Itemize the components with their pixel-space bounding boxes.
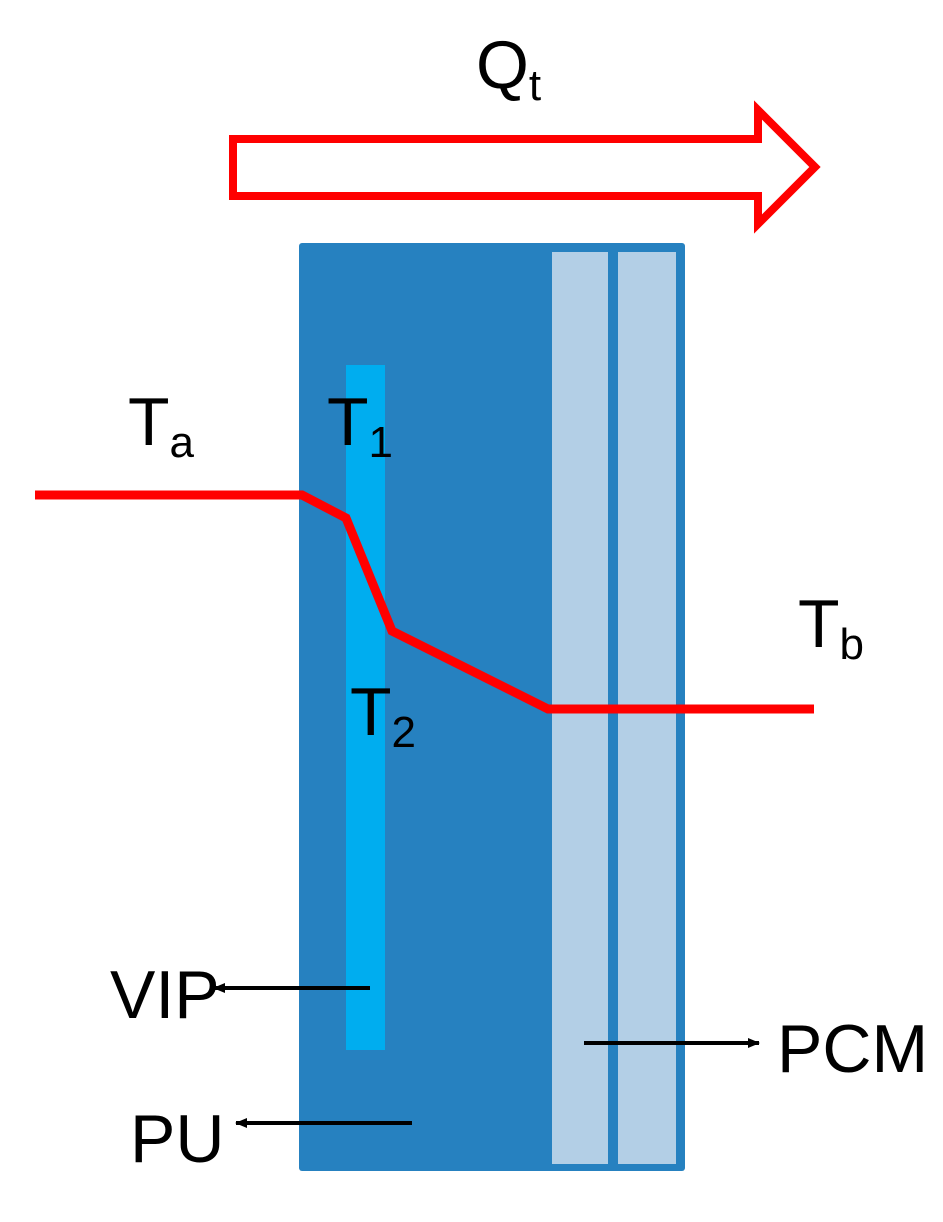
temp-label-t1: T1 <box>327 384 393 467</box>
temp-label-tb: Tb <box>798 586 864 669</box>
temp-label-ta: Ta <box>128 384 195 467</box>
pcm-label: PCM <box>777 1011 928 1087</box>
temp-label-t2: T2 <box>350 674 416 757</box>
heat-flow-arrow <box>229 100 821 234</box>
vip-label: VIP <box>110 957 220 1033</box>
heat-flow-symbol: Q <box>476 27 529 103</box>
heat-flow-label: Qt <box>476 27 541 110</box>
heat-flow-subscript: t <box>529 61 541 110</box>
pu-label: PU <box>130 1101 224 1177</box>
temperature-profile-line <box>35 490 814 714</box>
vip-layer <box>346 365 385 1050</box>
